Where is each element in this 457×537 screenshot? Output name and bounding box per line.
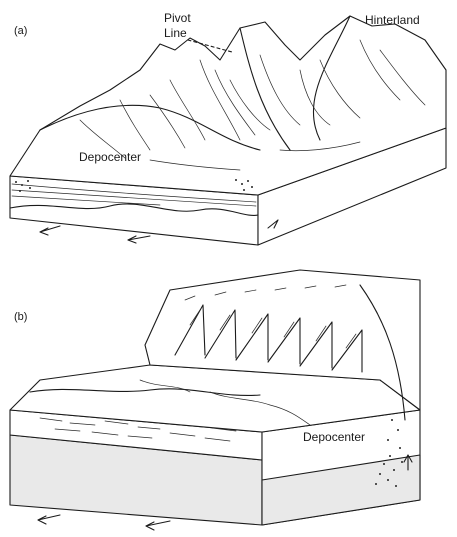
panel-b-depocenter-label: Depocenter [303, 430, 365, 444]
pivot-line-label-line2: Line [164, 26, 187, 40]
panel-b-label: (b) [14, 311, 27, 323]
panel-a-depocenter-label: Depocenter [79, 150, 141, 164]
panel-a: (a) Pivot Line Hinterland Depocenter [10, 11, 446, 245]
hinterland-label: Hinterland [365, 13, 420, 27]
pivot-line-label-line1: Pivot [164, 11, 191, 25]
panel-b: (b) Depocenter [10, 270, 420, 530]
panel-a-label: (a) [14, 25, 27, 37]
